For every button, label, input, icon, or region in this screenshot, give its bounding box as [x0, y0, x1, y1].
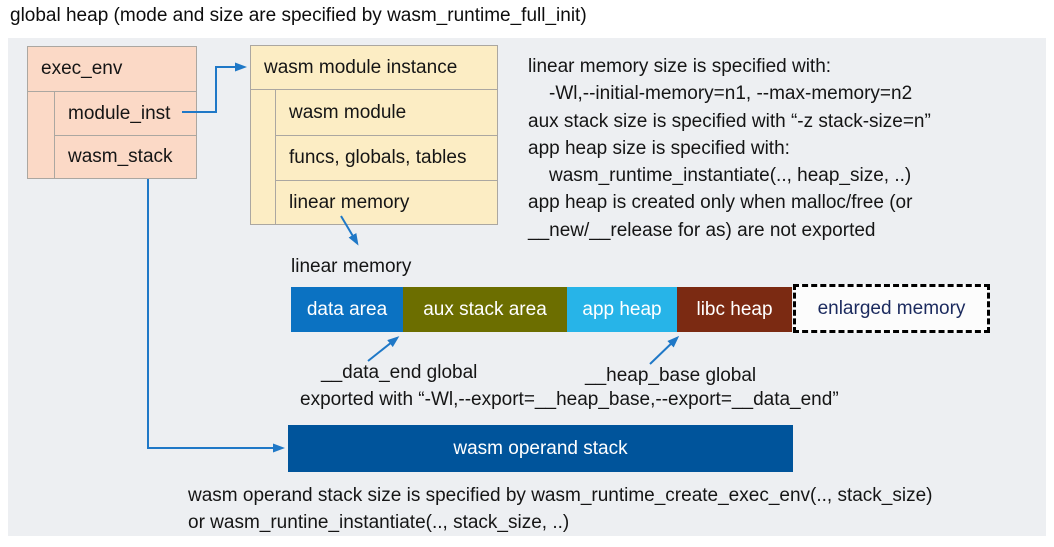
exec-env-header: exec_env [28, 47, 196, 92]
operand-stack-bar: wasm operand stack [288, 425, 793, 472]
enlarged-memory-box: enlarged memory [793, 284, 990, 333]
linear-memory-label: linear memory [291, 256, 412, 277]
module-instance-header: wasm module instance [251, 46, 497, 90]
exec-env-box: exec_env module_inst wasm_stack [27, 46, 197, 179]
cell-module-inst: module_inst [54, 92, 196, 136]
note-line: wasm_runtime_instantiate(.., heap_size, … [549, 165, 912, 187]
segment-data-area: data area [291, 287, 403, 332]
caption-line: or wasm_runtine_instantiate(.., stack_si… [188, 512, 570, 533]
cell-linear-memory: linear memory [275, 181, 497, 225]
operand-stack-caption: wasm operand stack size is specified by … [188, 482, 933, 536]
caption-line: wasm operand stack size is specified by … [188, 485, 933, 506]
cell-wasm-module: wasm module [275, 90, 497, 136]
segment-libc-heap: libc heap [677, 287, 792, 332]
linear-memory-bar: data area aux stack area app heap libc h… [291, 287, 792, 332]
note-line: linear memory size is specified with: [528, 56, 832, 77]
cell-funcs-globals-tables: funcs, globals, tables [275, 136, 497, 181]
segment-app-heap: app heap [567, 287, 677, 332]
segment-aux-stack-area: aux stack area [403, 287, 567, 332]
callout-data-end: __data_end global [321, 362, 478, 383]
note-line: __new/__release for as) are not exported [528, 219, 876, 241]
note-line: app heap is created only when malloc/fre… [528, 192, 913, 214]
callout-export-line: exported with “-Wl,--export=__heap_base,… [300, 389, 839, 410]
callout-heap-base: __heap_base global [585, 365, 757, 386]
note-line: aux stack size is specified with “-z sta… [528, 110, 931, 132]
module-instance-box: wasm module instance wasm module funcs, … [250, 45, 498, 225]
note-line: app heap size is specified with: [528, 137, 790, 159]
notes-block: linear memory size is specified with: -W… [528, 53, 1033, 244]
diagram-title: global heap (mode and size are specified… [10, 5, 587, 26]
cell-wasm-stack: wasm_stack [54, 136, 196, 179]
note-line: -Wl,--initial-memory=n1, --max-memory=n2 [549, 83, 913, 105]
